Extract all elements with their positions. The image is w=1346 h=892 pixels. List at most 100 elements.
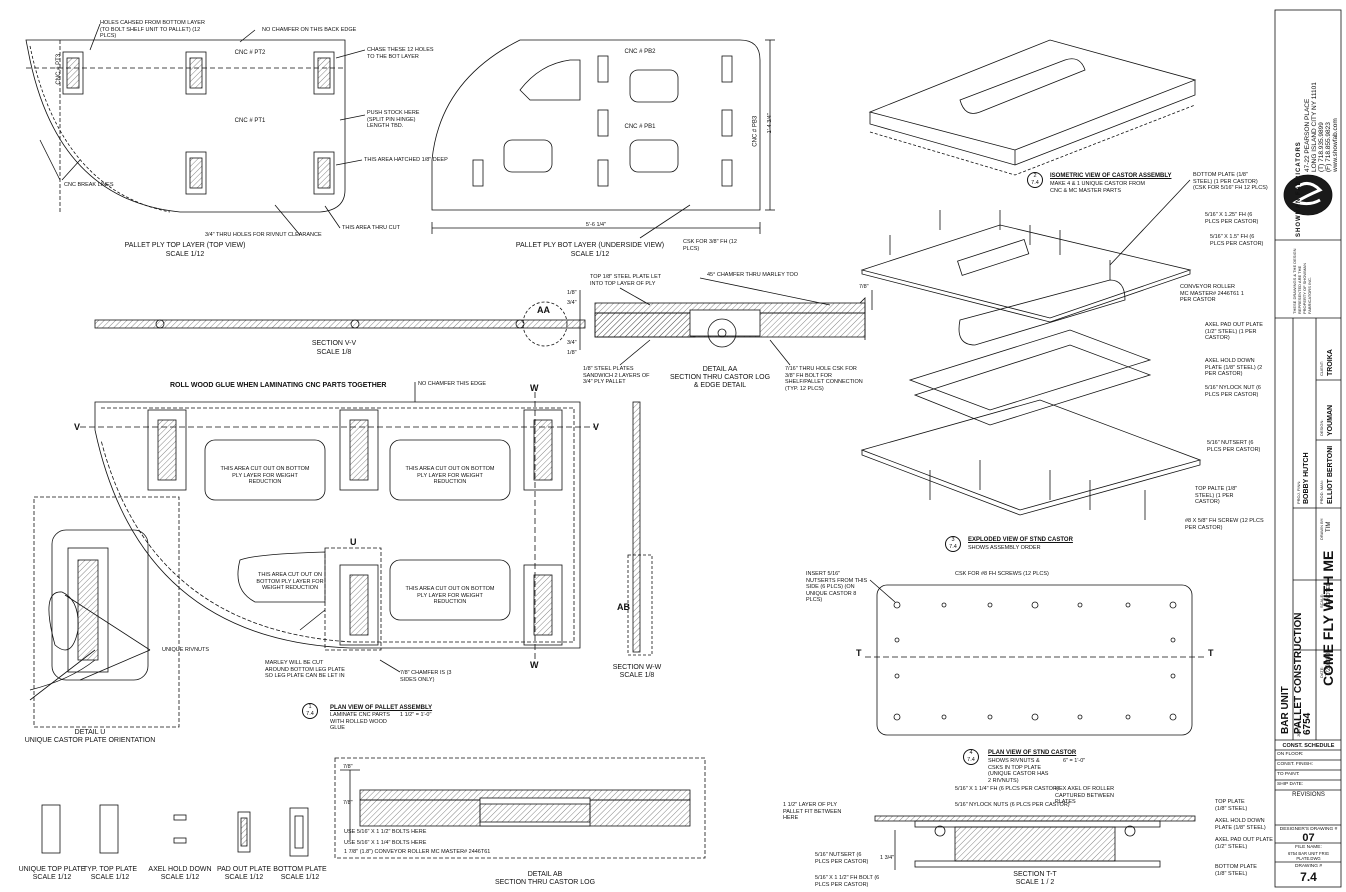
plan-title: PLAN VIEW OF PALLET ASSEMBLY [330, 705, 433, 711]
top-layer-scale: SCALE 1/12 [165, 251, 205, 258]
ab-dim-0: 7/8" [343, 764, 353, 770]
designer-drawing-label: DESIGNER'S DRAWING # [1279, 827, 1338, 832]
top-note-holes: HOLES CAHSED FROM BOTTOM LAYER (TO BOLT … [100, 20, 205, 39]
schedule-to-paint: TO PAINT: [1277, 772, 1300, 777]
ab-dim-1: 7/8" [343, 800, 353, 806]
date-value: 7/20/2009 [1326, 649, 1332, 676]
part-pt1: CNC # PT1 [234, 118, 266, 124]
part-bottom-scale: SCALE 1/12 [280, 874, 320, 881]
bot-layer-scale: SCALE 1/12 [570, 251, 610, 258]
plan-chamfer-note: 7/8" CHAMFER IS (3 SIDES ONLY) [400, 670, 452, 683]
tt-note-nutsert: 5/16" NUTSERT (6 PLCS PER CASTOR) [815, 852, 869, 865]
aa-dim-1: 3/4" [567, 300, 577, 306]
section-tt-caption: SECTION T-T [1013, 871, 1057, 878]
date-label: DATE: [1319, 666, 1324, 678]
tt-note-pad: AXEL PAD OUT PLATE (1/2" STEEL) [1215, 837, 1273, 850]
marker-aa: AA [537, 305, 550, 315]
marker-v-left: V [74, 422, 81, 432]
cutout-2: THIS AREA CUT OUT ON BOTTOM PLY LAYER FO… [256, 572, 324, 591]
aa-dim-4: 7/8" [859, 284, 869, 290]
exp-title: EXPLODED VIEW OF STND CASTOR [968, 537, 1073, 543]
file-name: 6754 BAR UNIT FRIG PLATE.dwg [1287, 851, 1330, 861]
tt-note-nylock: 5/16" NYLOCK NUTS (6 PLCS PER CASTOR) [955, 802, 1070, 808]
tt-note-bolt: 5/16" X 1 1/2" FH BOLT (6 PLCS PER CASTO… [815, 875, 880, 888]
stnd-scale: 6" = 1'-0" [1063, 758, 1086, 764]
job-value: 6754 [1302, 712, 1313, 735]
top-layer-caption: PALLET PLY TOP LAYER (TOP VIEW) [124, 242, 246, 249]
top-note-rivnut: 3/4" THRU HOLES FOR RIVNUT CLEARANCE [205, 232, 322, 238]
schedule-ship-date: SHIP DATE: [1277, 782, 1304, 787]
exp-note-fh-125: 5/16" X 1.25" FH (6 PLCS PER CASTOR) [1205, 212, 1259, 225]
title-block-frame [1274, 9, 1342, 888]
part-pb1: CNC # PB1 [624, 124, 656, 130]
scale-label: SCALE: [1319, 593, 1324, 608]
detail-u-caption: DETAIL U [74, 729, 106, 736]
scale-value: AS NOTED [1326, 582, 1332, 608]
part-typ-top-name: TYP. TOP PLATE [82, 866, 138, 873]
exp-sub: SHOWS ASSEMBLY ORDER [968, 545, 1041, 551]
exp-note-top-plate: TOP PALTE (1/8" STEEL) (1 PER CASTOR) [1195, 486, 1238, 505]
part-unique-top-scale: SCALE 1/12 [32, 874, 72, 881]
part-pt2: CNC # PT2 [234, 50, 266, 56]
iso-sub: MAKE 4 & 1 UNIQUE CASTOR FROM CNC & MC M… [1050, 181, 1145, 194]
tt-note-top: TOP PLATE (1/8" STEEL) [1215, 799, 1248, 812]
section-ww-view [627, 401, 653, 656]
part-pb2: CNC # PB2 [624, 49, 656, 55]
address-0: 47-22 PEARSON PLACE [1304, 98, 1311, 172]
detail-ab-sub: SECTION THRU CASTOR LOG [494, 879, 596, 886]
section-vv-caption: SECTION V-V [311, 340, 357, 347]
exp-note-roller: CONVEYOR ROLLER MC MASTER# 2446T61 1 PER… [1180, 284, 1244, 303]
stnd-note-nutsert: INSERT 5/16" NUTSERTS FROM THIS SIDE (6 … [806, 571, 868, 603]
address-2: (T) 718.935.9899 [1318, 122, 1325, 172]
client-value: TROIKA [1327, 349, 1334, 376]
top-note-hatched: THIS AREA HATCHED 1/8" DEEP [364, 157, 448, 163]
aa-dim-0: 1/8" [567, 290, 577, 296]
tt-note-ply: 1 1/2" LAYER OF PLY PALLET FIT BETWEEN H… [783, 802, 842, 821]
marker-t-right: T [1208, 648, 1214, 658]
parts-row-view [41, 804, 309, 857]
part-typ-top-scale: SCALE 1/12 [90, 874, 130, 881]
schedule-const-finish: CONST. FINISH: [1277, 762, 1313, 767]
marker-v-right: V [593, 422, 600, 432]
header-note: ROLL WOOD GLUE WHEN LAMINATING CNC PARTS… [170, 382, 387, 389]
stnd-castor-plan [865, 579, 1205, 736]
client-label: CLIENT: [1319, 361, 1324, 376]
section-vv-scale: SCALE 1/8 [316, 349, 352, 356]
plan-view-pallet [29, 382, 595, 701]
bot-dim-width: 5'-6 1/4" [585, 222, 607, 228]
proj-finn-value: BOBBY HUTCH [1303, 452, 1310, 504]
plan-sub: LAMINATE CNC PARTS WITH ROLLED WOOD GLUE [330, 712, 390, 731]
aa-note-top-plate: TOP 1/8" STEEL PLATE LET INTO TOP LAYER … [590, 274, 662, 287]
part-bottom-name: BOTTOM PLATE [273, 866, 327, 873]
marker-w-bottom: W [530, 660, 539, 670]
company-name: SHOWMAN FABRICATORS [1296, 141, 1302, 237]
plan-no-chamfer: NO CHAMFER THIS EDGE [418, 381, 487, 387]
aa-dim-2: 3/4" [567, 340, 577, 346]
address-4: www.showfab.com [1332, 118, 1339, 172]
section-ww-scale: SCALE 1/8 [619, 672, 655, 679]
aa-note-thru-hole: 7/16" THRU HOLE CSK FOR 3/8" FH BOLT FOR… [785, 366, 863, 392]
iso-title: ISOMETRIC VIEW OF CASTOR ASSEMBLY [1050, 173, 1172, 179]
part-unique-top-name: UNIQUE TOP PLATE [18, 866, 86, 873]
tt-dim: 1 3/4" [880, 855, 895, 861]
marker-t-left: T [856, 648, 862, 658]
bot-layer-view [431, 39, 775, 239]
part-pad-out-scale: SCALE 1/12 [224, 874, 264, 881]
prod-man-value: ELLIOT BERTONI [1327, 445, 1334, 504]
drawn-value: TIM [1326, 521, 1332, 532]
bot-layer-caption: PALLET PLY BOT LAYER (UNDERSIDE VIEW) [515, 242, 665, 249]
sub-title-1: BAR UNIT [1280, 686, 1291, 734]
exploded-view [860, 179, 1202, 520]
design-value: YOUMAN [1327, 404, 1334, 436]
drawing-value: 7.4 [1300, 870, 1317, 884]
exp-note-nutsert: 5/16" NUTSERT (6 PLCS PER CASTOR) [1207, 440, 1261, 453]
detail-u-view [33, 496, 180, 728]
exp-note-nylock: 5/16" NYLOCK NUT (6 PLCS PER CASTOR) [1205, 385, 1261, 398]
cutout-1: THIS AREA CUT OUT ON BOTTOM PLY LAYER FO… [405, 466, 495, 485]
detail-aa-sub1: SECTION THRU CASTOR LOG [669, 374, 771, 381]
stnd-title: PLAN VIEW OF STND CASTOR [988, 750, 1077, 756]
ab-note-1: USE 5/16" X 1 1/4" BOLTS HERE [344, 840, 427, 846]
